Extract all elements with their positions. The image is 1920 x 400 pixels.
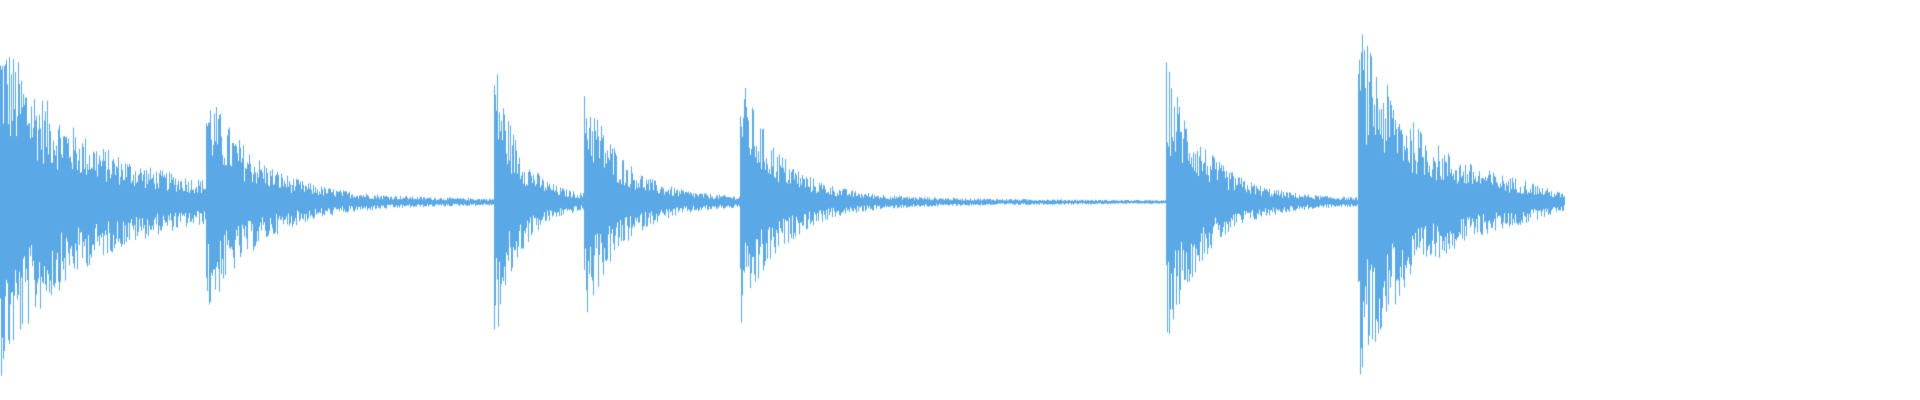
audio-waveform xyxy=(0,0,1920,400)
waveform-viewer xyxy=(0,0,1920,400)
